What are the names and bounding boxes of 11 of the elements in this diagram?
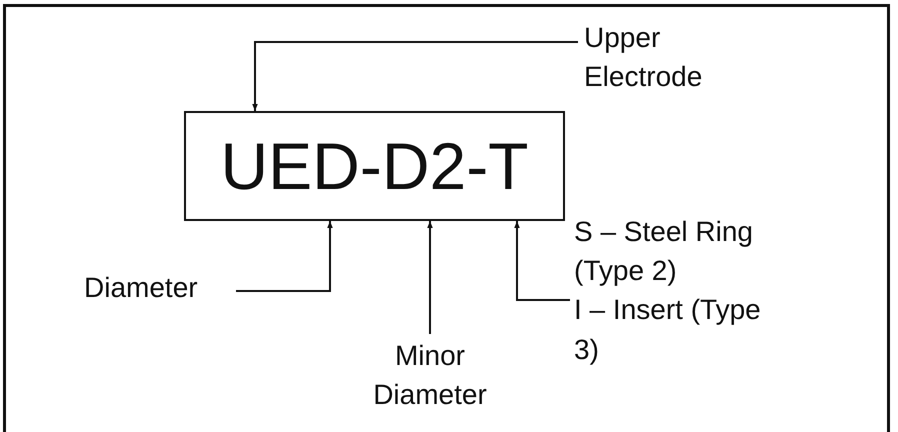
leader-arrow <box>427 221 433 334</box>
part-code: UED-D2-T <box>220 133 528 199</box>
callout-label: I – Insert (Type 3) <box>574 293 762 367</box>
leader-arrow <box>514 221 570 301</box>
leader-arrow <box>236 221 333 292</box>
callout-label: Diameter <box>84 271 198 305</box>
callout-label: Minor Diameter <box>372 339 488 412</box>
code-box <box>184 111 565 221</box>
callout-label: Upper Electrode <box>584 21 704 94</box>
leader-arrow <box>252 41 578 111</box>
callout-label: S – Steel Ring (Type 2) <box>574 215 754 288</box>
